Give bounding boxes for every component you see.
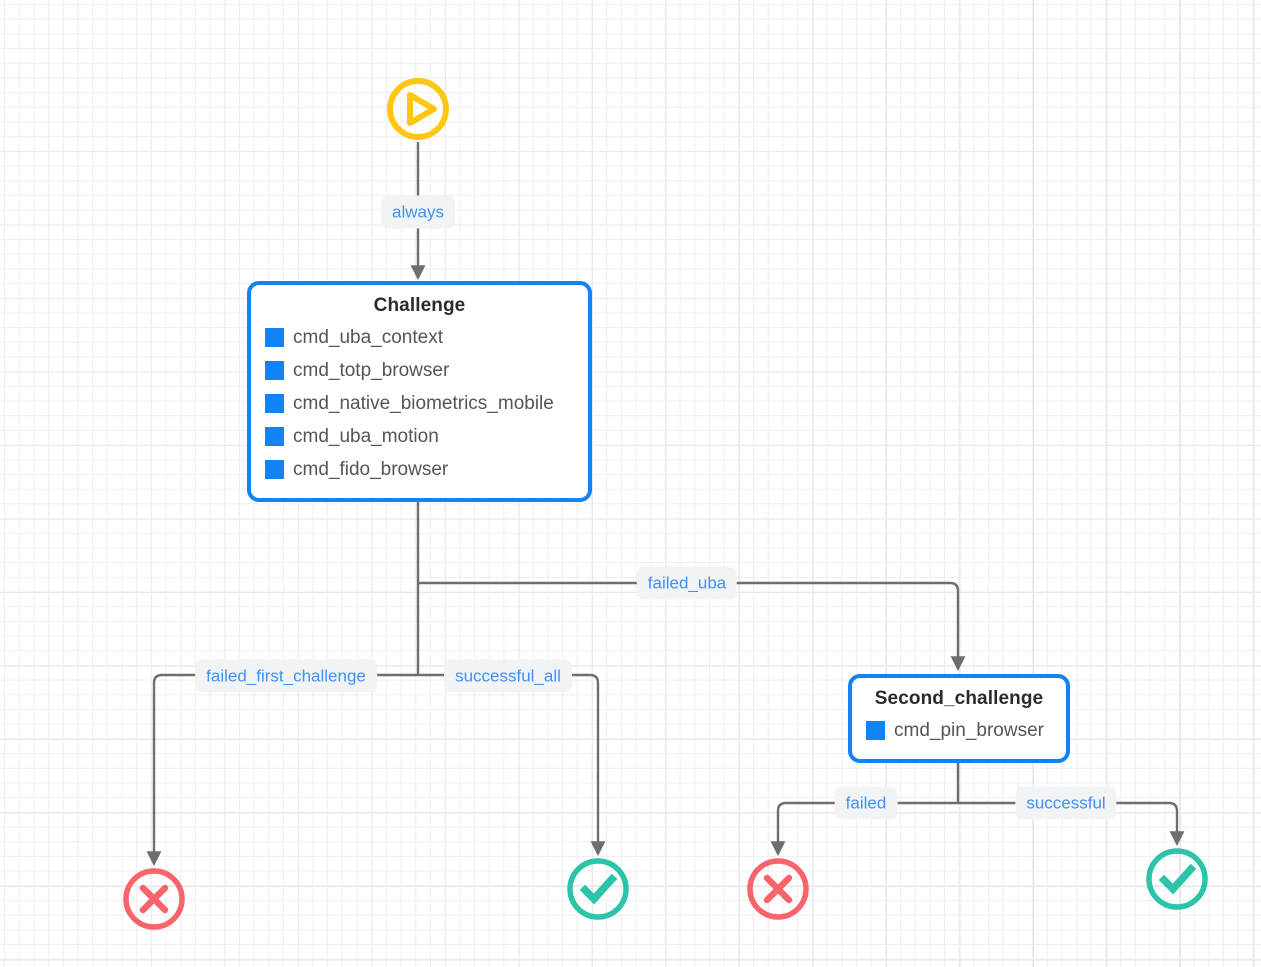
node-challenge-row-label: cmd_uba_context (293, 327, 443, 348)
edge-label-failed[interactable]: failed (834, 786, 898, 820)
node-challenge-row-5[interactable]: cmd_fido_browser (265, 453, 574, 486)
x-circle-icon (123, 868, 185, 930)
node-second-challenge-row-1[interactable]: cmd_pin_browser (866, 714, 1052, 747)
node-challenge-row-4[interactable]: cmd_uba_motion (265, 420, 574, 453)
method-swatch-icon (265, 460, 284, 479)
node-second-challenge-row-label: cmd_pin_browser (894, 720, 1044, 741)
terminal-second-failed[interactable] (745, 856, 811, 922)
node-second-challenge[interactable]: Second_challenge cmd_pin_browser (848, 674, 1070, 763)
node-challenge-row-label: cmd_native_biometrics_mobile (293, 393, 554, 414)
node-second-challenge-title: Second_challenge (874, 688, 1044, 709)
check-circle-icon (1146, 848, 1208, 910)
method-swatch-icon (265, 328, 284, 347)
x-circle-icon (747, 858, 809, 920)
edge-label-failed-uba[interactable]: failed_uba (636, 566, 738, 600)
node-challenge-row-1[interactable]: cmd_uba_context (265, 321, 574, 354)
play-circle-icon (387, 78, 449, 140)
edge-successful-all-path (418, 673, 606, 857)
check-circle-icon (567, 858, 629, 920)
node-challenge-title: Challenge (373, 295, 466, 316)
node-challenge[interactable]: Challenge cmd_uba_context cmd_totp_brows… (247, 281, 592, 502)
start-node[interactable] (385, 76, 451, 142)
edge-label-successful[interactable]: successful (1015, 786, 1117, 820)
node-challenge-row-label: cmd_fido_browser (293, 459, 449, 480)
edge-failed-first-challenge-path (146, 673, 418, 867)
method-swatch-icon (265, 361, 284, 380)
terminal-second-successful[interactable] (1144, 846, 1210, 912)
edge-label-failed-first-challenge[interactable]: failed_first_challenge (195, 659, 377, 693)
terminal-failed-first-challenge[interactable] (121, 866, 187, 932)
node-challenge-row-3[interactable]: cmd_native_biometrics_mobile (265, 387, 574, 420)
node-challenge-row-label: cmd_uba_motion (293, 426, 439, 447)
terminal-successful-all[interactable] (565, 856, 631, 922)
edge-label-successful-all[interactable]: successful_all (444, 659, 572, 693)
method-swatch-icon (265, 427, 284, 446)
method-swatch-icon (265, 394, 284, 413)
method-swatch-icon (866, 721, 885, 740)
edge-label-always[interactable]: always (381, 195, 455, 229)
node-challenge-row-2[interactable]: cmd_totp_browser (265, 354, 574, 387)
node-challenge-row-label: cmd_totp_browser (293, 360, 450, 381)
